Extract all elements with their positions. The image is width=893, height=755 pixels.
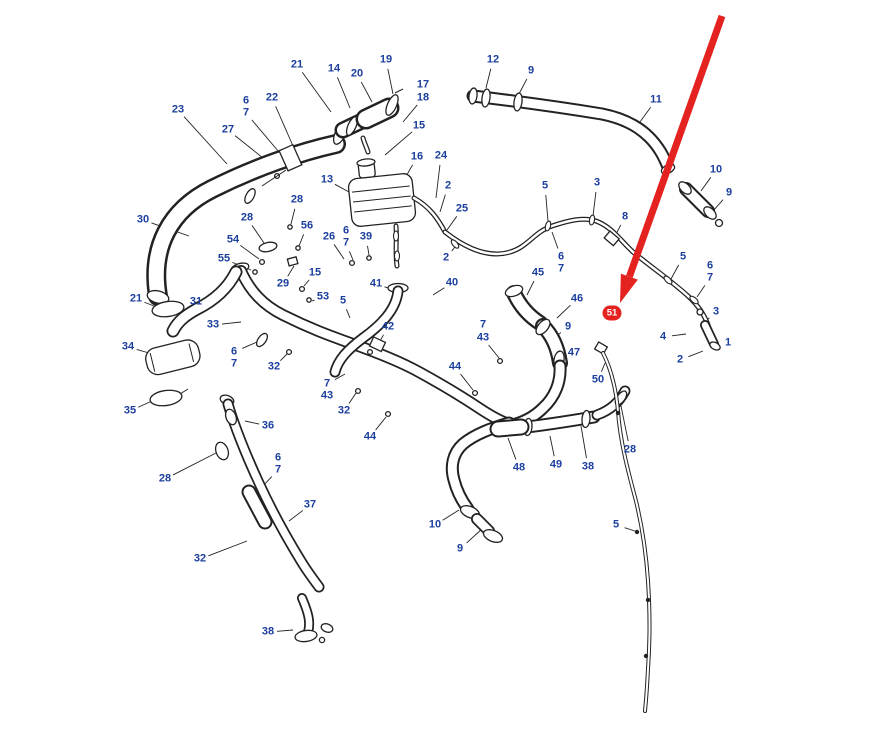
- leader-lines: [136, 68, 724, 632]
- lower-left-pipe-artwork: [214, 394, 334, 644]
- drain-tube-artwork: [593, 341, 652, 713]
- highlighted-part-badge: 51: [602, 305, 622, 321]
- highlight-arrow: [620, 14, 726, 303]
- right-fittings-artwork: [678, 181, 724, 228]
- intake-pipe-artwork: [146, 134, 346, 306]
- thin-hose-run-artwork: [442, 214, 721, 351]
- center-pipes-artwork: [166, 262, 515, 430]
- upper-right-hose-artwork: [466, 87, 676, 175]
- bottom-center-hoses-artwork: [445, 385, 631, 543]
- mid-hoses-artwork: [504, 284, 568, 431]
- left-elbow-and-hose-artwork: [145, 300, 201, 407]
- coupler-hoses-artwork: [332, 88, 404, 145]
- expansion-tank-artwork: [347, 135, 448, 269]
- fasteners-artwork: [252, 224, 504, 418]
